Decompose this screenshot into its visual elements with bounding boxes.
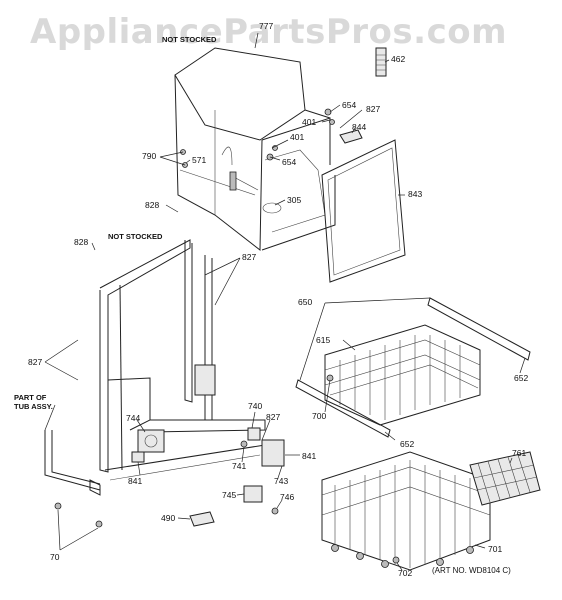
tub-assy-rail	[44, 430, 101, 491]
part-741-screw	[240, 440, 248, 448]
part-label[interactable]: 654	[342, 100, 357, 110]
part-of-tub-note-line1: PART OF	[14, 393, 47, 402]
part-70-screw-a	[54, 502, 62, 510]
part-label[interactable]: 746	[280, 492, 295, 502]
part-743-switch	[261, 439, 285, 467]
part-label[interactable]: 761	[512, 448, 527, 458]
part-label[interactable]: 652	[514, 373, 529, 383]
part-label[interactable]: 462	[391, 54, 406, 64]
part-490-bracket	[189, 511, 215, 527]
part-label[interactable]: 700	[312, 411, 327, 421]
part-761-basket	[469, 451, 541, 506]
part-label[interactable]: 844	[352, 122, 367, 132]
part-label[interactable]: 702	[398, 568, 413, 578]
part-744-valve	[131, 429, 165, 463]
part-label[interactable]: 740	[248, 401, 263, 411]
part-label[interactable]: 827	[242, 252, 257, 262]
watermark: AppliancePartsPros.com	[30, 12, 508, 52]
part-701-lower-rack	[321, 451, 491, 571]
leader-lines	[44, 32, 526, 571]
part-label[interactable]: 741	[232, 461, 247, 471]
part-label[interactable]: 305	[287, 195, 302, 205]
part-label[interactable]: 70	[50, 552, 60, 562]
part-650-slide-left	[295, 379, 391, 438]
tub-assembly	[174, 47, 336, 252]
frame-rails	[89, 239, 266, 496]
part-843-gasket	[321, 139, 406, 283]
part-702-wheel	[392, 556, 400, 564]
part-label[interactable]: 490	[161, 513, 176, 523]
part-label[interactable]: 571	[192, 155, 207, 165]
part-label[interactable]: 841	[302, 451, 317, 461]
not-stocked-note-top: NOT STOCKED	[162, 35, 217, 44]
part-label[interactable]: 654	[282, 157, 297, 167]
part-label[interactable]: 401	[290, 132, 305, 142]
part-label[interactable]: 745	[222, 490, 237, 500]
part-label[interactable]: 828	[145, 200, 160, 210]
art-number: (ART NO. WD8104 C)	[432, 566, 511, 575]
part-label[interactable]: 790	[142, 151, 157, 161]
part-label[interactable]: 615	[316, 335, 331, 345]
part-label[interactable]: 701	[488, 544, 503, 554]
part-746-screw	[271, 507, 279, 515]
part-label[interactable]: 650	[298, 297, 313, 307]
part-650-slide-right	[427, 297, 531, 361]
part-label[interactable]: 827	[28, 357, 43, 367]
part-label[interactable]: 744	[126, 413, 141, 423]
part-label[interactable]: 777	[259, 21, 274, 31]
part-844-bracket	[339, 129, 363, 144]
not-stocked-note-mid: NOT STOCKED	[108, 232, 163, 241]
part-615-upper-rack	[324, 324, 481, 426]
part-label[interactable]: 743	[274, 476, 289, 486]
part-740-bracket	[247, 427, 261, 441]
part-label[interactable]: 843	[408, 189, 423, 199]
part-745-valve	[243, 485, 263, 503]
part-label[interactable]: 827	[266, 412, 281, 422]
part-label[interactable]: 827	[366, 104, 381, 114]
part-label[interactable]: 841	[128, 476, 143, 486]
part-label[interactable]: 828	[74, 237, 89, 247]
part-label[interactable]: 401	[302, 117, 317, 127]
part-label[interactable]: 652	[400, 439, 415, 449]
part-70-screw-b	[95, 520, 103, 528]
part-462-pin	[375, 47, 387, 77]
part-of-tub-note-line2: TUB ASSY.	[14, 402, 53, 411]
